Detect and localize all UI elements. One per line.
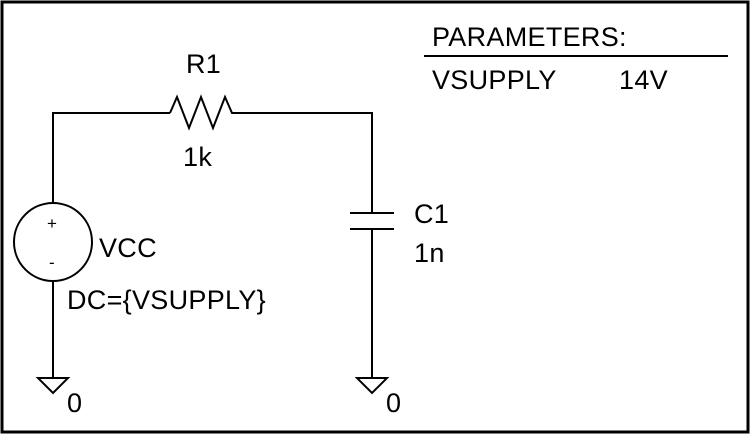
source-plus-sign: + (47, 214, 57, 233)
source-minus-sign: - (49, 253, 55, 272)
voltage-source-vcc[interactable] (13, 202, 93, 282)
resistor-value-label: 1k (183, 142, 212, 172)
voltage-source-circle (13, 202, 93, 282)
ground-triangle (35, 377, 71, 395)
resistor-ref-label: R1 (186, 49, 221, 79)
resistor-zigzag (169, 94, 238, 131)
ground-label-left: 0 (67, 388, 82, 418)
wires (52, 112, 373, 378)
source-ref-label: VCC (99, 233, 157, 263)
resistor-r1[interactable] (169, 94, 238, 131)
parameter-value: 14V (619, 65, 668, 95)
source-value-label: DC={VSUPPLY} (67, 285, 266, 315)
wire-right-top (238, 112, 373, 213)
capacitor-c1[interactable] (350, 212, 394, 230)
parameter-name: VSUPPLY (432, 65, 557, 95)
capacitor-ref-label: C1 (414, 199, 449, 229)
ground-triangle (354, 377, 390, 395)
capacitor-value-label: 1n (414, 238, 445, 268)
parameters-block[interactable]: PARAMETERS: VSUPPLY 14V (424, 22, 728, 95)
ground-symbol-left[interactable] (35, 377, 71, 395)
ground-label-right: 0 (386, 388, 401, 418)
wire-left-top (52, 112, 170, 203)
parameters-header: PARAMETERS: (432, 22, 627, 52)
ground-symbol-right[interactable] (354, 377, 390, 395)
